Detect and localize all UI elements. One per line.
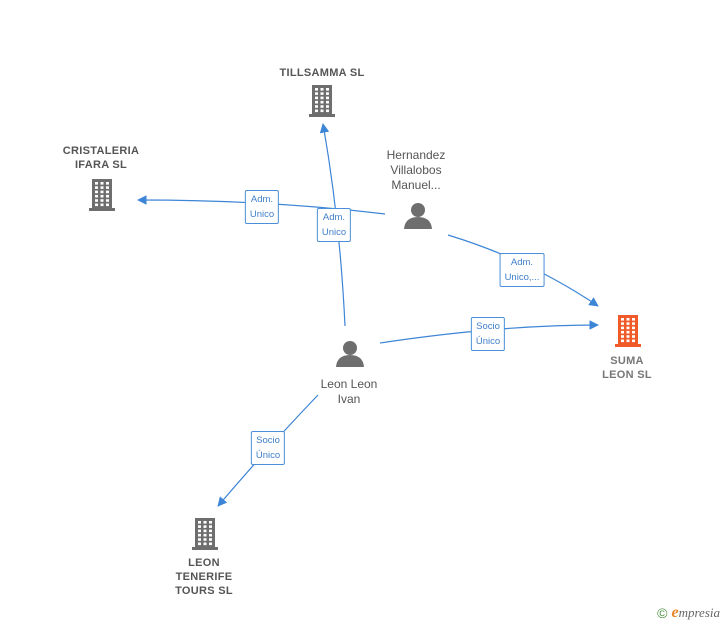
node-hernandez-person-icon[interactable] (404, 203, 432, 229)
edge-label-hernandez-cristaleria[interactable]: Adm. Unico (244, 190, 280, 224)
node-leon-person-icon[interactable] (336, 341, 364, 367)
node-label-hernandez[interactable]: Hernandez Villalobos Manuel... (386, 148, 446, 192)
edge-label-leon-suma[interactable]: Socio Único (470, 317, 506, 351)
node-suma-building-icon[interactable] (615, 315, 641, 347)
node-tenerife-building-icon[interactable] (192, 518, 218, 550)
copyright-icon: © (657, 605, 668, 621)
node-cristaleria-building-icon[interactable] (89, 179, 115, 211)
edge-label-leon-tillsamma[interactable]: Adm. Unico (316, 208, 352, 242)
node-label-cristaleria[interactable]: CRISTALERIA IFARA SL (62, 145, 140, 171)
brand-logo: empresia (671, 604, 720, 621)
node-label-suma[interactable]: SUMA LEON SL (602, 355, 652, 381)
footer-brand: © empresia (657, 604, 720, 622)
edge-label-leon-tenerife[interactable]: Socio Único (250, 431, 286, 465)
edge-label-hernandez-suma[interactable]: Adm. Unico,... (499, 253, 545, 287)
node-tillsamma-building-icon[interactable] (309, 85, 335, 117)
node-label-leon[interactable]: Leon Leon Ivan (320, 377, 378, 406)
node-label-tillsamma[interactable]: TILLSAMMA SL (279, 67, 365, 79)
node-label-tenerife[interactable]: LEON TENERIFE TOURS SL (175, 557, 233, 597)
